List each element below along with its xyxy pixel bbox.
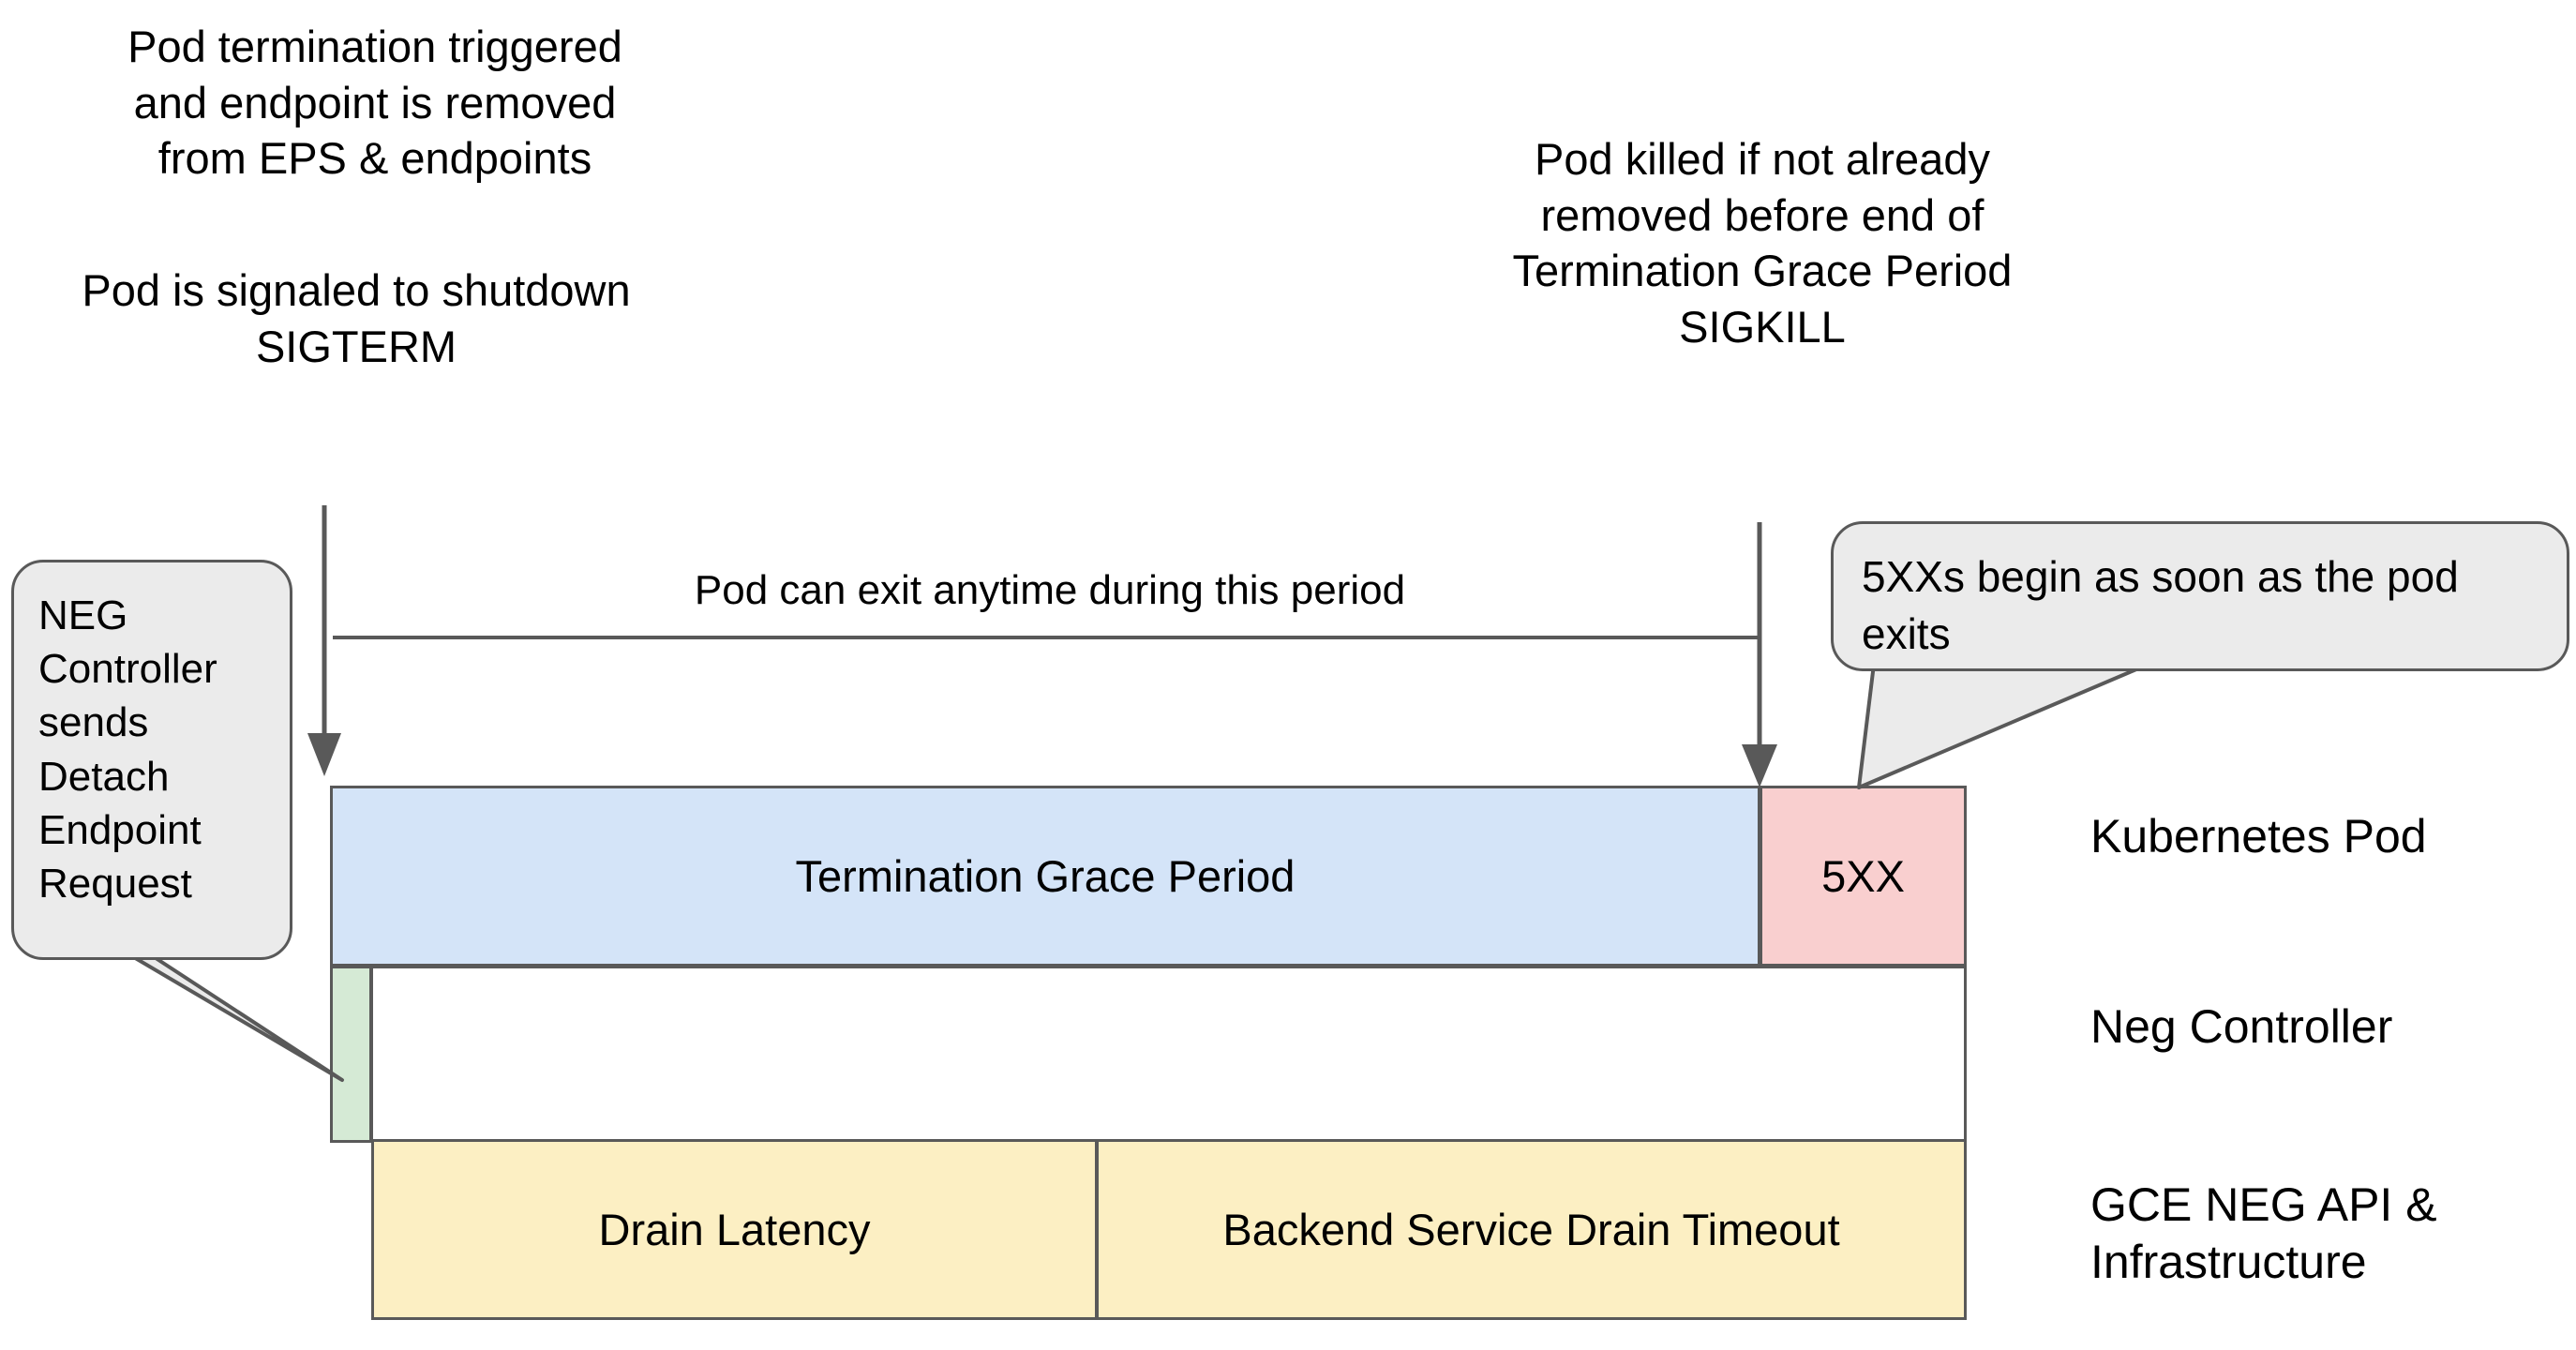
bar-drain-latency-label: Drain Latency <box>598 1205 871 1254</box>
arrow-sigkill-end <box>1742 522 1777 788</box>
bar-drain-latency: Drain Latency <box>371 1139 1098 1320</box>
note-pod-sigterm: Pod is signaled to shutdown SIGTERM <box>82 265 631 371</box>
callout-5xx-begin: 5XXs begin as soon as the pod exits <box>1831 521 2569 671</box>
bar-neg-detach-endpoint <box>330 966 372 1143</box>
callout-neg-controller: NEG Controller sends Detach Endpoint Req… <box>11 560 292 960</box>
pod-exit-period-label: Pod can exit anytime during this period <box>694 567 1406 613</box>
bar-termination-grace-period: Termination Grace Period <box>330 786 1760 967</box>
bar-5xx-label: 5XX <box>1821 851 1905 901</box>
arrow-termination-start <box>307 505 341 776</box>
note-pod-termination-triggered: Pod termination triggered and endpoint i… <box>127 22 622 184</box>
five-xx-callout-tail <box>1857 654 2158 789</box>
bar-backend-service-drain-timeout-label: Backend Service Drain Timeout <box>1222 1205 1840 1254</box>
bar-neg-controller-idle <box>370 966 1967 1143</box>
pod-exit-period-line <box>333 636 1760 639</box>
bar-backend-service-drain-timeout: Backend Service Drain Timeout <box>1096 1139 1967 1320</box>
row-label-kubernetes-pod: Kubernetes Pod <box>2090 810 2427 862</box>
row-label-neg-controller: Neg Controller <box>2090 1000 2393 1053</box>
bar-5xx: 5XX <box>1760 786 1967 967</box>
note-pod-sigkill: Pod killed if not already removed before… <box>1512 134 2013 352</box>
row-label-gce-neg-api: GCE NEG API & Infrastructure <box>2090 1178 2437 1288</box>
bar-termination-grace-period-label: Termination Grace Period <box>795 851 1295 901</box>
